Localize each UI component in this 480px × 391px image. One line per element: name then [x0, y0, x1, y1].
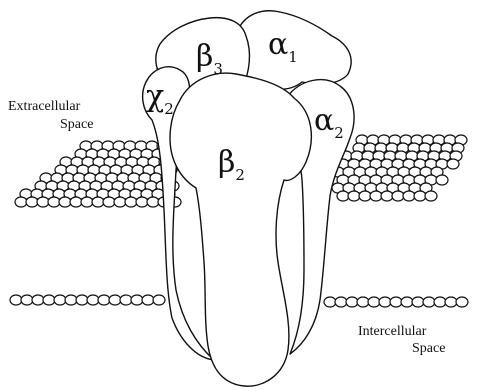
membrane-bead [153, 295, 165, 305]
membrane-bead [54, 295, 66, 305]
membrane-bead [70, 197, 82, 207]
membrane-bead [142, 295, 154, 305]
membrane-bead [59, 197, 71, 207]
membrane-bead [81, 197, 93, 207]
membrane-bead [87, 295, 99, 305]
membrane-bead [401, 297, 413, 307]
membrane-bead [379, 297, 391, 307]
membrane-bead [436, 175, 448, 185]
membrane-bead [120, 295, 132, 305]
membrane-bead [414, 191, 426, 201]
membrane-bead [32, 295, 44, 305]
membrane-bead [147, 197, 159, 207]
membrane-bead [103, 197, 115, 207]
membrane-bead [403, 191, 415, 201]
membrane-bead [359, 191, 371, 201]
extracellular-space-label-line1: Extracellular [8, 99, 81, 114]
intercellular-space-label-line2: Space [412, 341, 445, 356]
membrane-bead [131, 295, 143, 305]
left-membrane-bead-chain [10, 295, 165, 305]
membrane-bead [21, 295, 33, 305]
membrane-bead [357, 297, 369, 307]
membrane-bead [447, 159, 459, 169]
membrane-bead [10, 295, 22, 305]
membrane-bead [37, 197, 49, 207]
membrane-bead [136, 197, 148, 207]
membrane-bead [381, 191, 393, 201]
membrane-bead [346, 297, 358, 307]
left-membrane-patch [15, 141, 181, 207]
membrane-bead [92, 197, 104, 207]
membrane-bead [337, 191, 349, 201]
intercellular-space-label-line1: Intercellular [358, 324, 427, 339]
membrane-bead [412, 297, 424, 307]
membrane-bead [65, 295, 77, 305]
membrane-bead [109, 295, 121, 305]
membrane-bead [114, 197, 126, 207]
membrane-bead [48, 197, 60, 207]
extracellular-space-label-line2: Space [60, 117, 93, 132]
membrane-bead [125, 197, 137, 207]
membrane-bead [390, 297, 402, 307]
right-membrane-patch [332, 135, 467, 201]
right-membrane-bead-chain [324, 297, 468, 307]
membrane-bead [335, 297, 347, 307]
membrane-bead [423, 297, 435, 307]
membrane-bead [368, 297, 380, 307]
membrane-bead [76, 295, 88, 305]
membrane-bead [425, 191, 437, 201]
membrane-bead [15, 197, 27, 207]
membrane-bead [43, 295, 55, 305]
membrane-bead [370, 191, 382, 201]
membrane-bead [456, 297, 468, 307]
membrane-bead [434, 297, 446, 307]
membrane-bead [26, 197, 38, 207]
membrane-bead [98, 295, 110, 305]
membrane-bead [445, 297, 457, 307]
membrane-bead [348, 191, 360, 201]
membrane-bead [324, 297, 336, 307]
membrane-bead [392, 191, 404, 201]
